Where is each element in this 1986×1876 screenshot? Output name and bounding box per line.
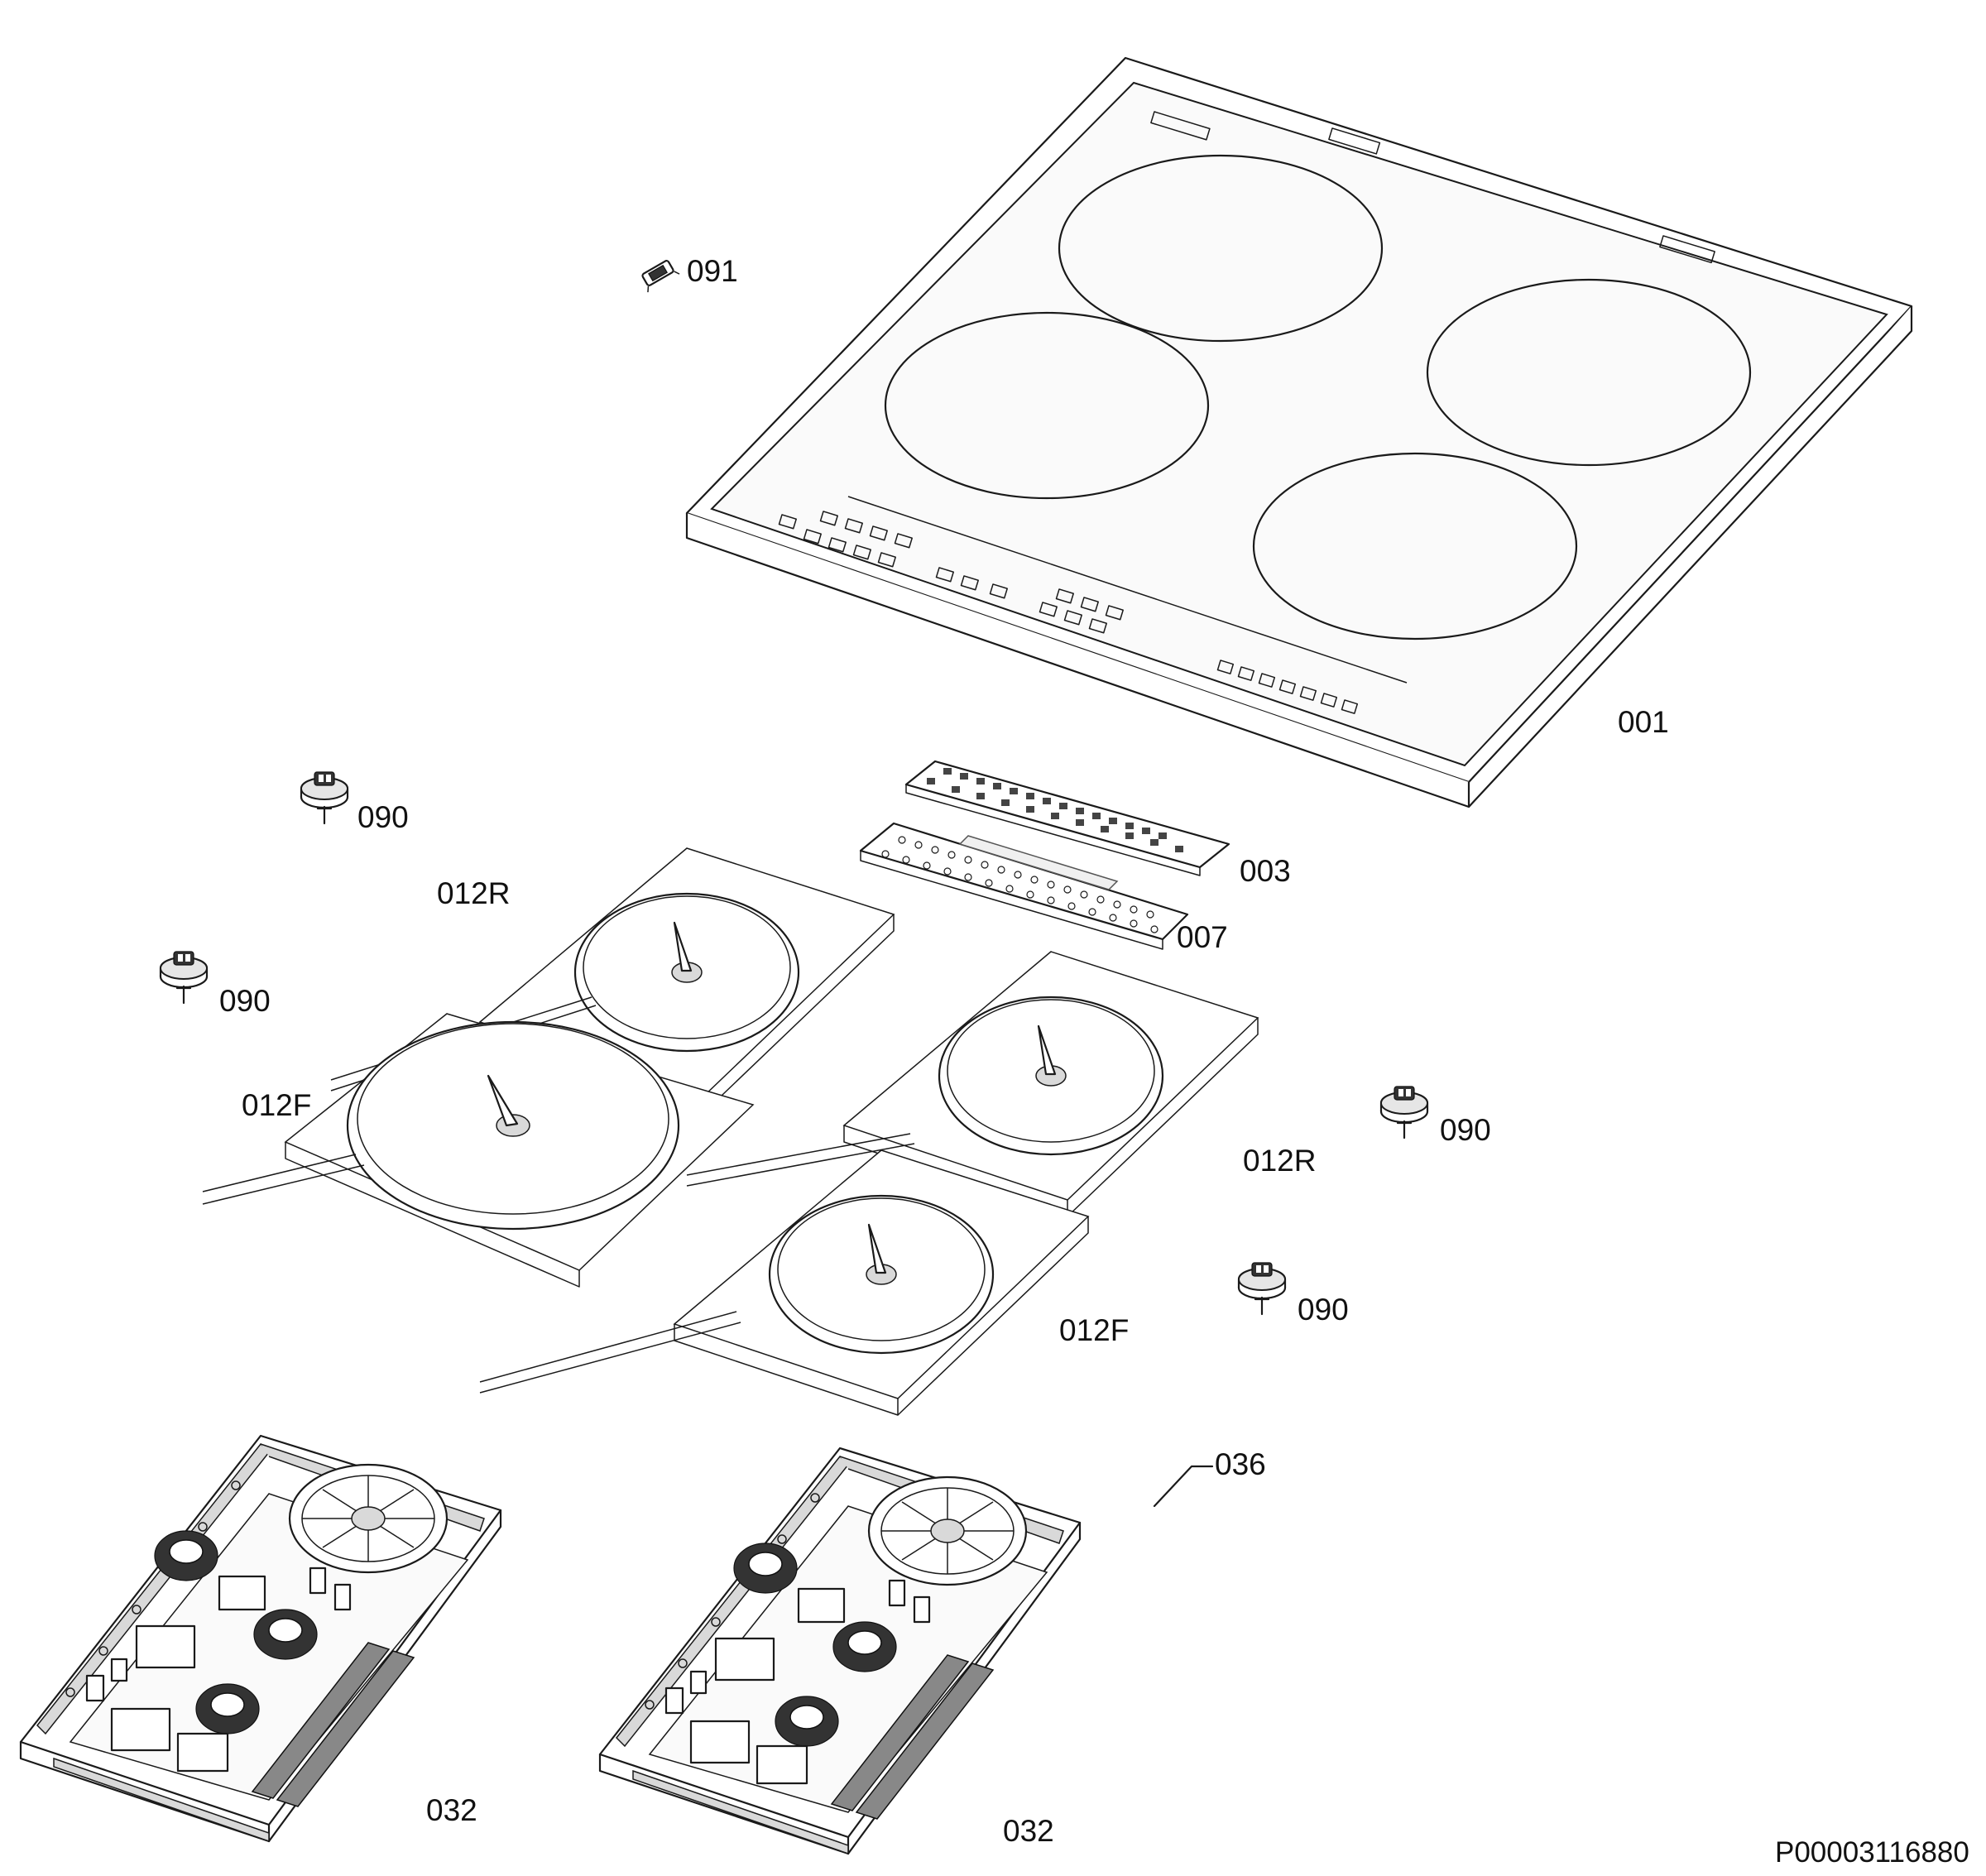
generator-left [19, 1434, 502, 1843]
label-036: 036 [1215, 1447, 1266, 1481]
sensor-2 [159, 950, 209, 1005]
label-007: 007 [1177, 920, 1228, 954]
cooking-zone-rear-left [1058, 154, 1384, 343]
sensor-1 [300, 770, 349, 825]
heater-rear-right [686, 950, 1259, 1218]
clip [641, 260, 680, 293]
cooking-zone-front-right [1252, 452, 1578, 641]
fan-leader [1153, 1465, 1214, 1508]
glass-top [685, 56, 1913, 808]
label-012F-2: 012F [1059, 1313, 1129, 1347]
label-003: 003 [1240, 854, 1291, 888]
heater-front-right [479, 1149, 1090, 1417]
label-012R-2: 012R [1243, 1144, 1316, 1178]
label-001: 001 [1618, 705, 1669, 739]
generator-right [598, 1447, 1082, 1855]
label-090-3: 090 [1440, 1113, 1491, 1147]
heater-front-left [202, 1013, 755, 1288]
touch-keys [778, 511, 1359, 714]
label-090-4: 090 [1298, 1293, 1349, 1327]
label-090-2: 090 [219, 984, 271, 1018]
drawing-id: P00003116880 [1775, 1836, 1969, 1869]
label-091: 091 [687, 254, 738, 288]
label-032-1: 032 [426, 1793, 477, 1827]
board-carrier [859, 822, 1189, 950]
cooking-zone-front-left [884, 311, 1210, 500]
sensor-3 [1379, 1085, 1429, 1140]
label-032-2: 032 [1003, 1814, 1054, 1848]
control-board [904, 760, 1230, 876]
label-090-1: 090 [357, 800, 409, 834]
cooking-zone-rear-right [1426, 278, 1752, 467]
label-012R-1: 012R [437, 876, 510, 910]
label-012F-1: 012F [242, 1088, 311, 1122]
sensor-4 [1237, 1261, 1287, 1316]
